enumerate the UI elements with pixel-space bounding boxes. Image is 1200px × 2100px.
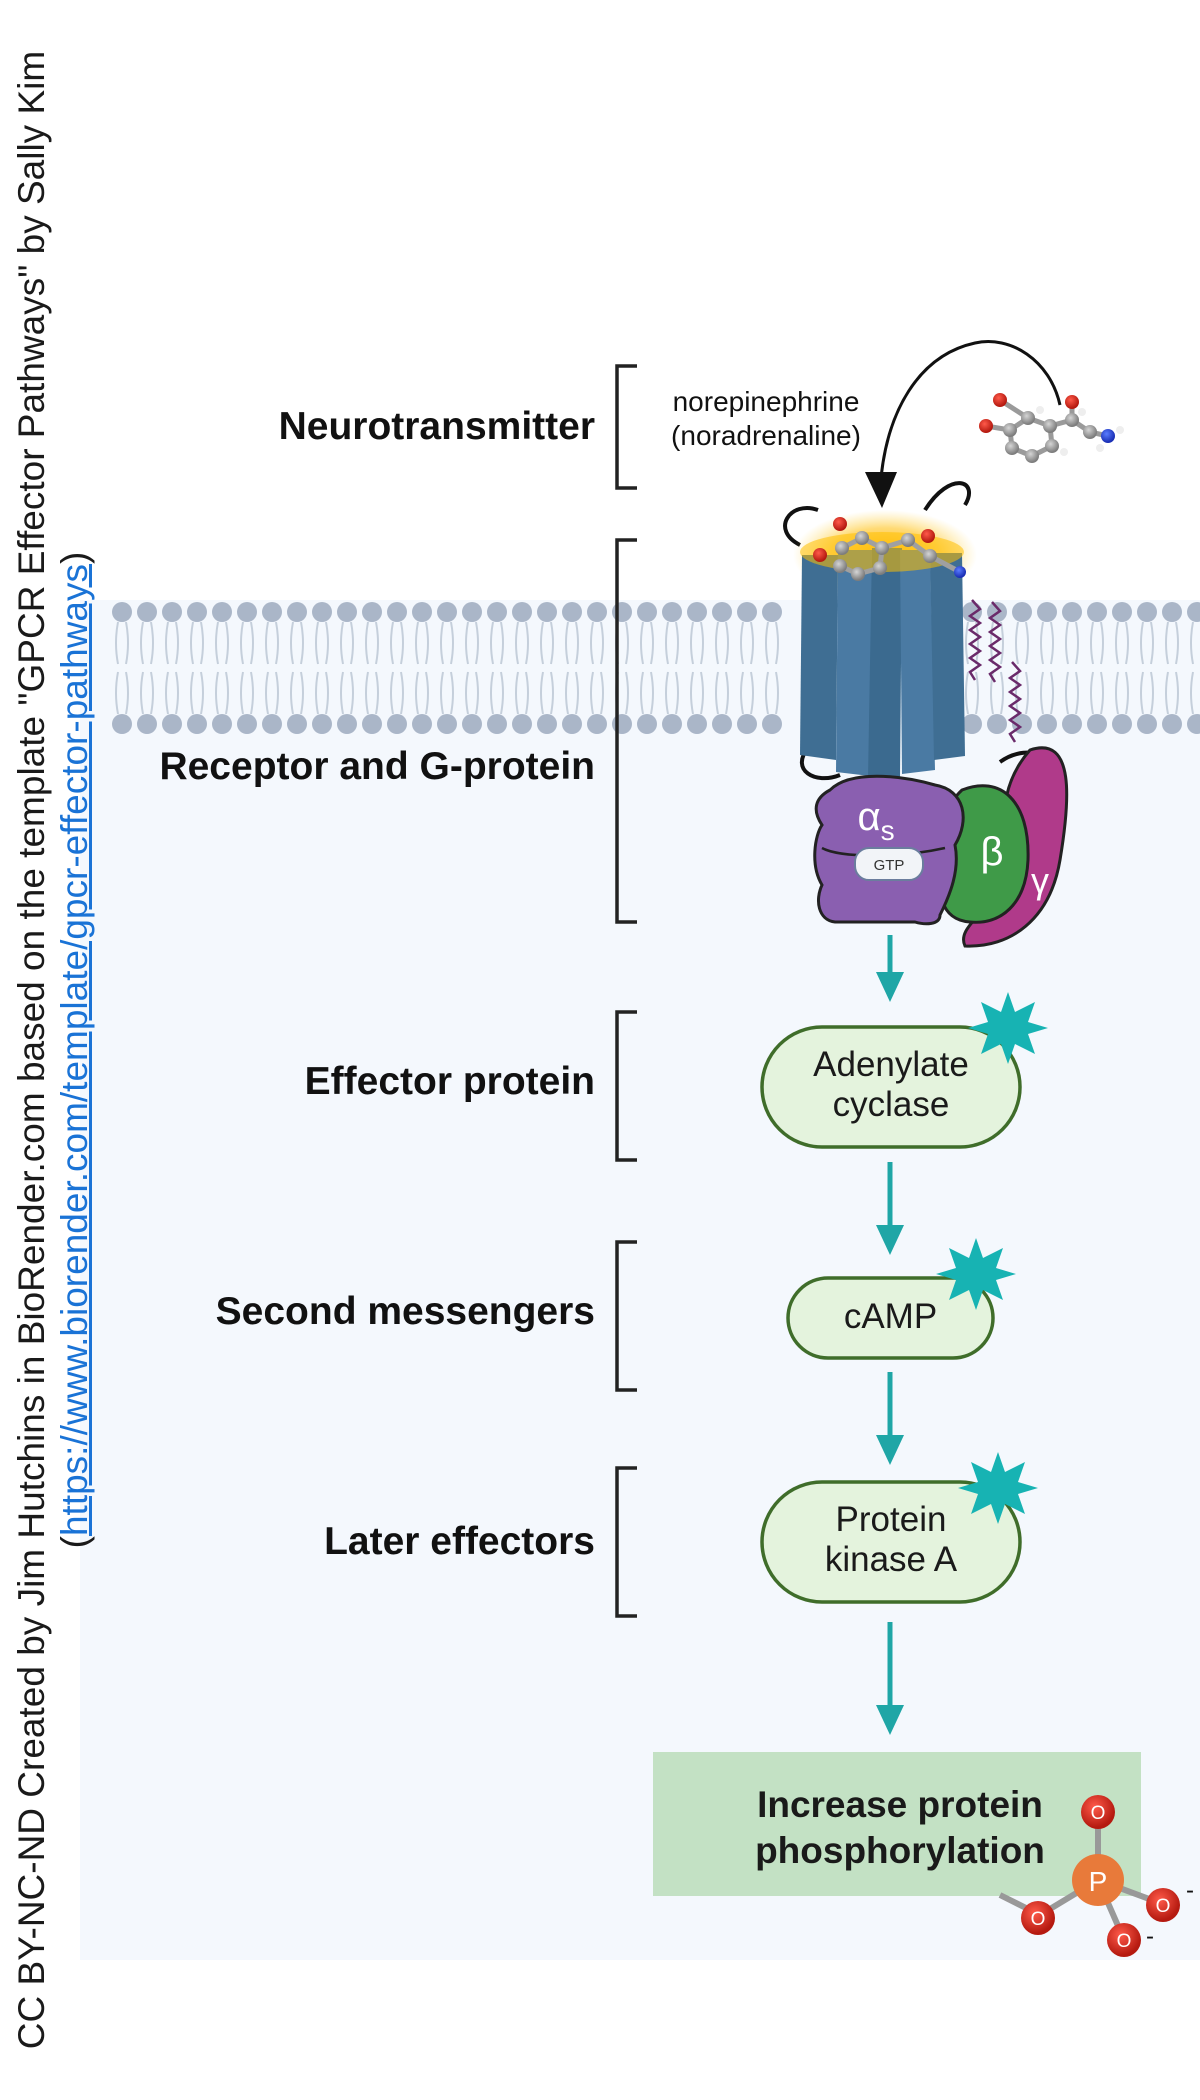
adenylate-cyclase-line1: Adenylate [813, 1045, 969, 1084]
charge-label-bottom: - [1146, 1923, 1154, 1950]
camp-node [786, 1276, 995, 1360]
adenylate-cyclase-label: Adenylate cyclase [762, 1045, 1020, 1126]
pka-label: Protein kinase A [762, 1500, 1020, 1581]
oxygen-label-right: O [1156, 1896, 1171, 1917]
neurotransmitter-name-line2: (noradrenaline) [671, 419, 861, 451]
oxygen-label-top: O [1091, 1803, 1106, 1824]
camp-label: cAMP [843, 1297, 938, 1336]
beta-subunit-label: β [980, 830, 1003, 874]
template-link[interactable]: https://www.biorender.com/template/gpcr-… [54, 563, 96, 1537]
label-receptor-g-protein: Receptor and G-protein [159, 745, 595, 788]
cell-membrane [112, 602, 1200, 734]
stage-brackets [615, 364, 637, 1618]
pathway-nodes [760, 1025, 1022, 1604]
alpha-subunit-label: αs [857, 795, 894, 846]
oxygen-atom-bottom [1107, 1923, 1141, 1957]
outcome-box [653, 1752, 1141, 1896]
charge-label-right: - [1186, 1877, 1194, 1904]
bracket-second-messengers [615, 1240, 637, 1392]
g-protein [813, 746, 1069, 948]
alpha-subscript: s [881, 815, 895, 846]
activation-star-camp [936, 1238, 1016, 1310]
oxygen-atom-right [1146, 1888, 1180, 1922]
oxygen-atom-left [1021, 1901, 1055, 1935]
activation-star-pka [958, 1452, 1038, 1524]
phosphorus-atom [1072, 1854, 1124, 1906]
phosphate-group [998, 1795, 1180, 1957]
lipid-anchors [967, 599, 1023, 743]
label-effector-protein: Effector protein [304, 1060, 595, 1103]
credit-suffix: ) [54, 551, 96, 564]
oxygen-label-bottom: O [1117, 1931, 1132, 1952]
label-neurotransmitter: Neurotransmitter [278, 405, 595, 448]
bracket-later-effectors [615, 1466, 637, 1618]
outcome-line1: Increase protein [757, 1784, 1043, 1825]
label-later-effectors: Later effectors [324, 1520, 595, 1563]
adenylate-cyclase-line2: cyclase [832, 1085, 950, 1125]
pka-line1: Protein [835, 1500, 947, 1539]
gtp-label: GTP [874, 857, 905, 874]
label-second-messengers: Second messengers [215, 1290, 595, 1333]
oxygen-atom-top [1081, 1795, 1115, 1829]
phosphorus-label: P [1089, 1866, 1108, 1897]
adenylate-cyclase-node [760, 1025, 1022, 1149]
gpcr-receptor [783, 481, 1064, 786]
binding-arrow [865, 340, 1062, 508]
activation-stars [936, 992, 1048, 1524]
oxygen-label-left: O [1031, 1909, 1046, 1930]
pka-node [760, 1480, 1022, 1604]
credit-text: CC BY-NC-ND Created by Jim Hutchins in B… [10, 40, 97, 2060]
neurotransmitter-name-line1: norepinephrine [672, 386, 860, 417]
activation-star-ac [968, 992, 1048, 1064]
bracket-receptor [615, 538, 637, 924]
neurotransmitter-name: norepinephrine (noradrenaline) [646, 385, 886, 452]
outcome-label: Increase protein phosphorylation [720, 1782, 1080, 1875]
pathway-arrows [876, 935, 904, 1735]
pka-line2: kinase A [824, 1540, 958, 1580]
gamma-subunit-label: γ [1031, 860, 1049, 901]
outcome-line2: phosphorylation [755, 1830, 1045, 1872]
bracket-neurotransmitter [615, 364, 637, 490]
bracket-effector [615, 1010, 637, 1162]
norepinephrine-molecule [979, 393, 1124, 463]
